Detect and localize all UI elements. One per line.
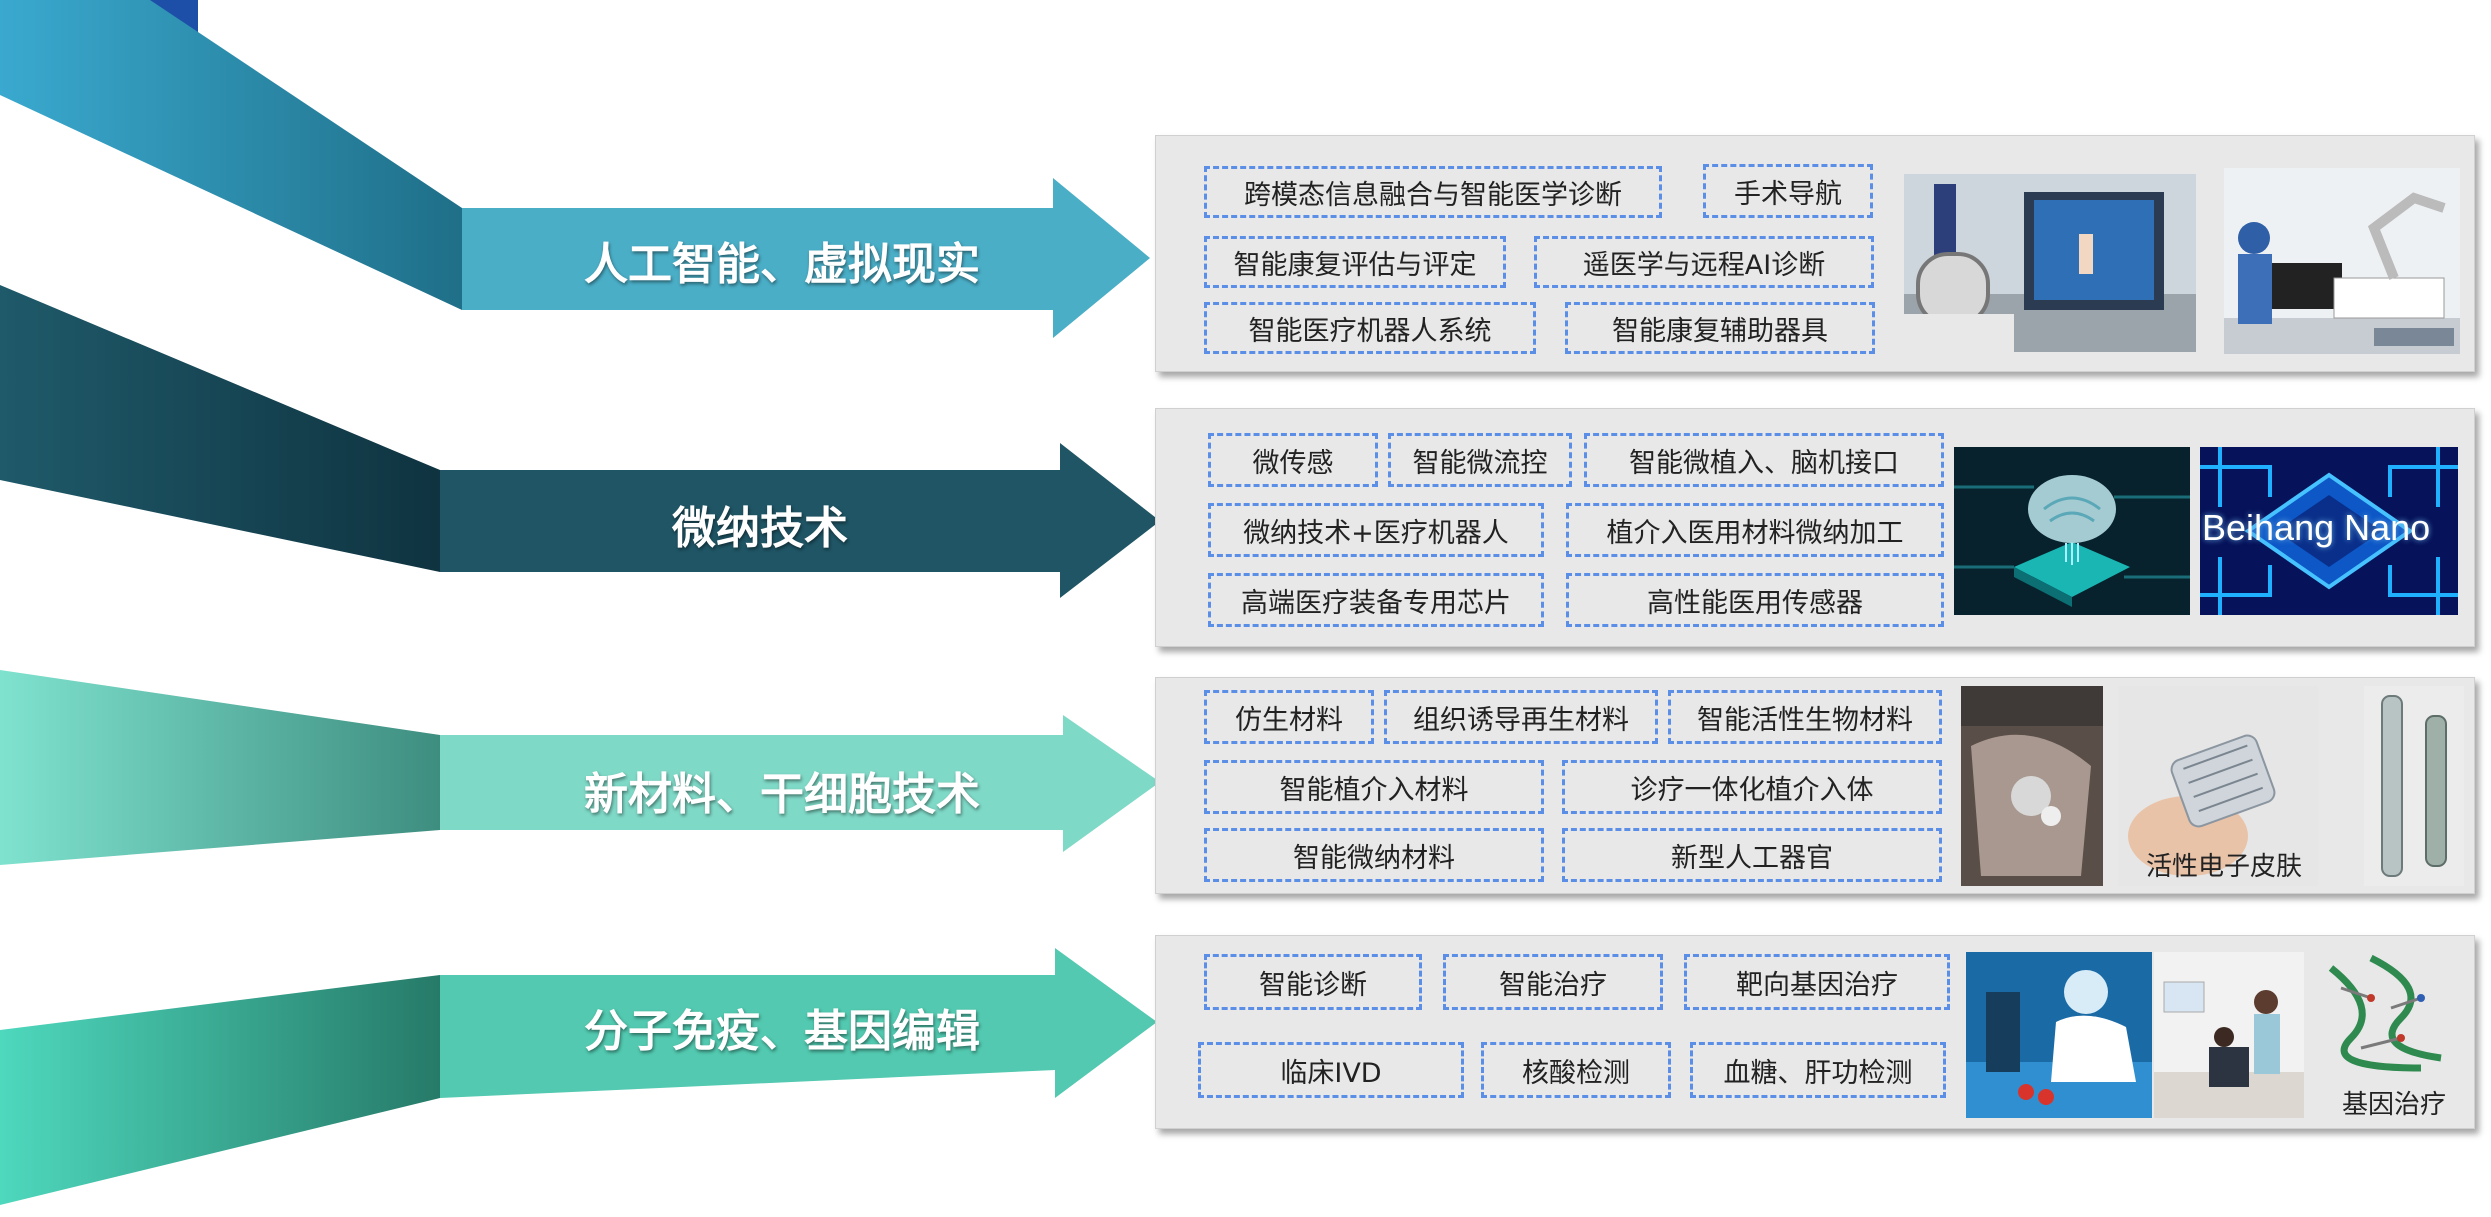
row2-tag-4: 微纳技术+医疗机器人 — [1208, 503, 1544, 557]
arrow-1 — [462, 178, 1150, 338]
wedge-2 — [0, 285, 440, 572]
row3-tag-5: 诊疗一体化植介入体 — [1562, 760, 1942, 814]
row3-tag-7: 新型人工器官 — [1562, 828, 1942, 882]
rehab-robot-photo — [1904, 174, 2196, 352]
row2-tag-6: 高端医疗装备专用芯片 — [1208, 573, 1544, 627]
row2-title: 微纳技术 — [672, 503, 848, 554]
wedge-4 — [0, 975, 440, 1205]
stent-photo — [2364, 686, 2464, 886]
row2-tag-2: 智能微流控 — [1388, 433, 1572, 487]
clinic-photo — [2154, 952, 2304, 1118]
surgical-robot-photo — [2224, 168, 2460, 354]
arrow-2 — [440, 443, 1160, 598]
wedge-1 — [0, 0, 462, 310]
skin-material-photo — [1961, 686, 2103, 886]
row3-tag-1: 仿生材料 — [1204, 690, 1374, 744]
row2-tag-3: 智能微植入、脑机接口 — [1584, 433, 1944, 487]
electronic-skin-caption: 活性电子皮肤 — [2146, 852, 2303, 882]
electronic-skin-photo — [2118, 686, 2318, 886]
row4-tag-3: 靶向基因治疗 — [1684, 954, 1950, 1010]
row1-panel: 跨模态信息融合与智能医学诊断 手术导航 智能康复评估与评定 遥医学与远程AI诊断… — [1155, 135, 2475, 372]
row3-tag-2: 组织诱导再生材料 — [1384, 690, 1658, 744]
gene-therapy-caption: 基因治疗 — [2342, 1090, 2447, 1120]
row3-tag-3: 智能活性生物材料 — [1668, 690, 1942, 744]
row3-tag-6: 智能微纳材料 — [1204, 828, 1544, 882]
row3-panel: 仿生材料 组织诱导再生材料 智能活性生物材料 智能植介入材料 诊疗一体化植介入体… — [1155, 677, 2475, 894]
row4-tag-6: 血糖、肝功检测 — [1690, 1042, 1946, 1098]
row4-tag-1: 智能诊断 — [1204, 954, 1422, 1010]
row4-tag-2: 智能治疗 — [1443, 954, 1663, 1010]
row1-tag-4: 遥医学与远程AI诊断 — [1534, 236, 1874, 288]
row4-tag-5: 核酸检测 — [1481, 1042, 1671, 1098]
brain-chip-photo — [1954, 447, 2190, 615]
lab-research-photo — [1966, 952, 2152, 1118]
row1-tag-3: 智能康复评估与评定 — [1204, 236, 1506, 288]
arrow-3 — [440, 715, 1160, 852]
row1-tag-6: 智能康复辅助器具 — [1565, 302, 1875, 354]
row1-tag-5: 智能医疗机器人系统 — [1204, 302, 1536, 354]
beihang-nano-label: Beihang Nano — [2202, 507, 2431, 548]
row1-title: 人工智能、虚拟现实 — [584, 239, 980, 290]
row4-panel: 智能诊断 智能治疗 靶向基因治疗 临床IVD 核酸检测 血糖、肝功检测 — [1155, 935, 2475, 1129]
row2-tag-7: 高性能医用传感器 — [1566, 573, 1944, 627]
molecule-structure-photo — [2311, 948, 2461, 1088]
row2-tag-5: 植介入医用材料微纳加工 — [1566, 503, 1944, 557]
row2-tag-1: 微传感 — [1208, 433, 1378, 487]
row1-tag-2: 手术导航 — [1703, 164, 1873, 218]
beihang-nano-chip-photo: Beihang Nano — [2200, 447, 2458, 615]
row3-tag-4: 智能植介入材料 — [1204, 760, 1544, 814]
row1-tag-1: 跨模态信息融合与智能医学诊断 — [1204, 166, 1662, 218]
row4-tag-4: 临床IVD — [1198, 1042, 1464, 1098]
wedge-3 — [0, 670, 440, 865]
row2-panel: 微传感 智能微流控 智能微植入、脑机接口 微纳技术+医疗机器人 植介入医用材料微… — [1155, 408, 2475, 647]
row4-title: 分子免疫、基因编辑 — [584, 1006, 980, 1057]
arrow-4 — [440, 948, 1157, 1098]
row3-title: 新材料、干细胞技术 — [584, 769, 980, 820]
